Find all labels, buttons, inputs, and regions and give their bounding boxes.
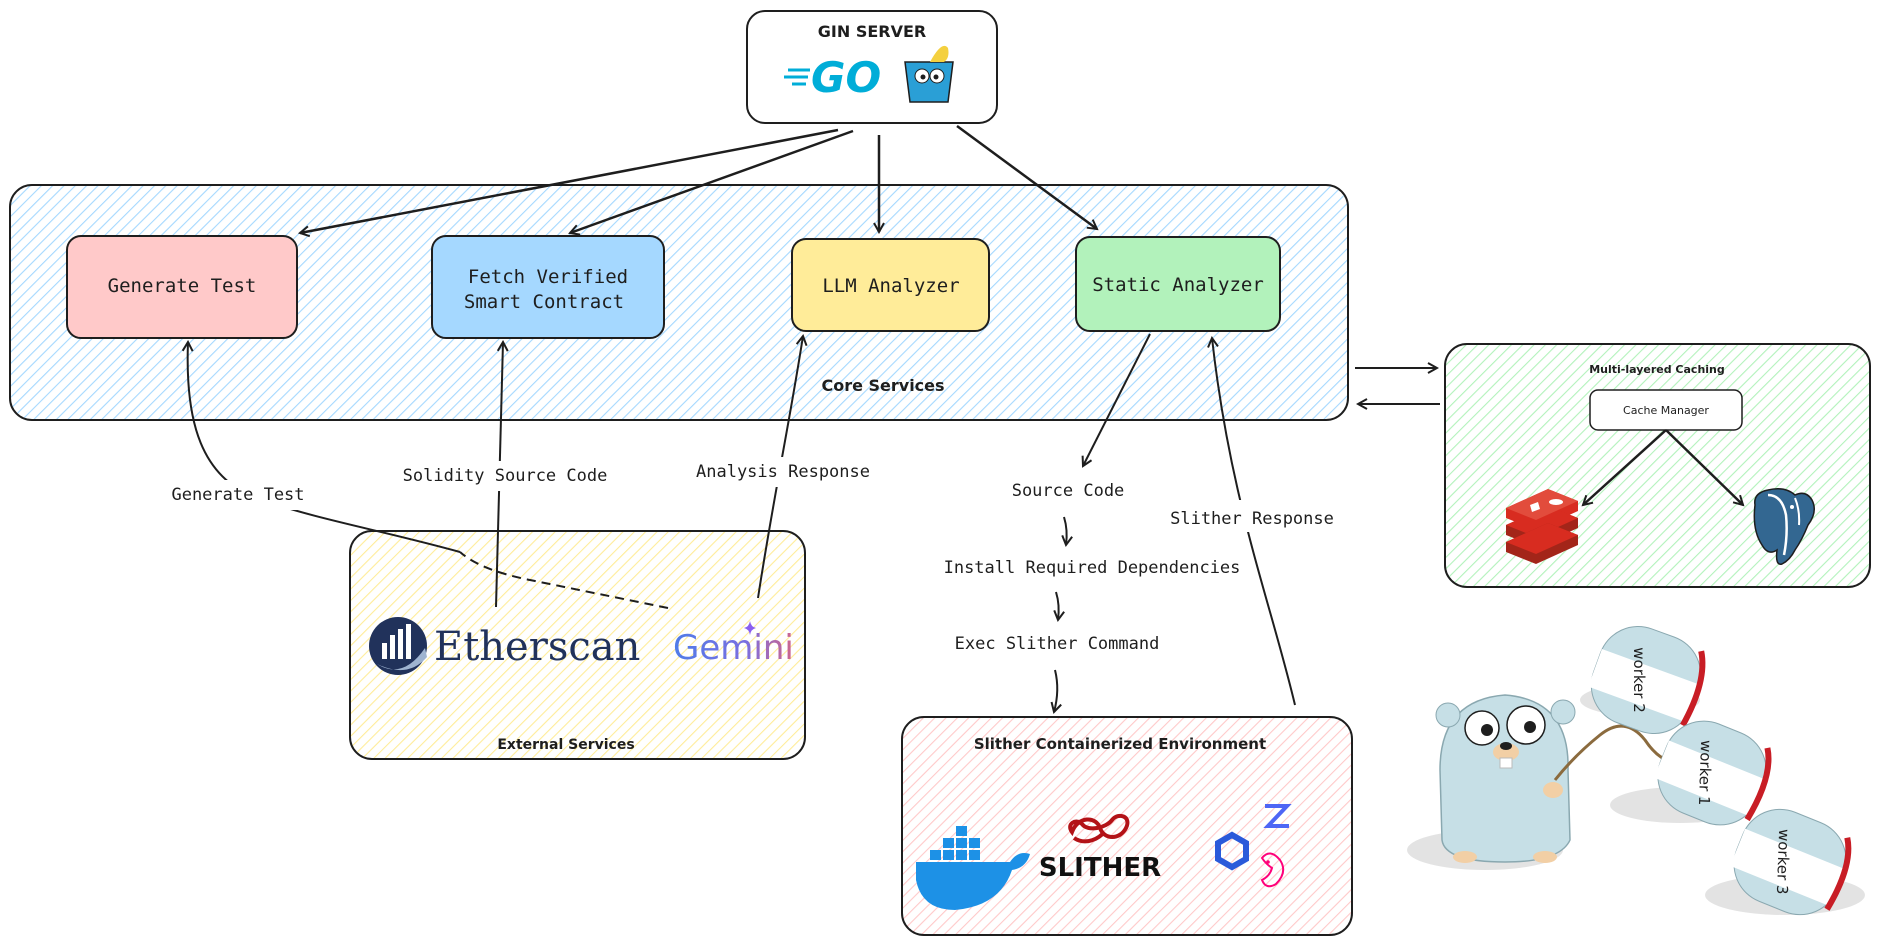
gopher-workers-illustration: worker 2 worker 1 worker 3: [1407, 625, 1865, 916]
flow-label-generate-test: Generate Test: [171, 485, 304, 505]
flow-label-source-code: Source Code: [1012, 481, 1125, 501]
arrow-exec-to-slither-env: [1054, 669, 1057, 712]
arrow-server-to-fetch-contract: [570, 129, 854, 233]
gemini-wordmark: Gemini: [673, 628, 794, 668]
etherscan-wordmark: Etherscan: [434, 624, 640, 670]
slither-env-title: Slither Containerized Environment: [974, 735, 1266, 753]
flow-label-slither-response: Slither Response: [1170, 509, 1334, 529]
flow-label-analysis-response: Analysis Response: [696, 462, 870, 482]
label-bg: [1166, 500, 1338, 532]
external-services-container: External Services Etherscan Gemini: [349, 530, 806, 760]
dashed-line-generate-test-to-gemini: [459, 551, 669, 609]
service-label: Static Analyzer: [1092, 274, 1264, 296]
arrow-server-to-static-analyzer: [956, 124, 1097, 229]
gemini-icon: Gemini: [673, 621, 794, 668]
slither-icon: SLITHER: [1039, 813, 1161, 883]
label-bg: [690, 457, 876, 487]
docker-icon: [916, 826, 1030, 910]
service-generate-test[interactable]: Generate Test: [66, 235, 298, 339]
redis-icon: [1506, 489, 1578, 564]
worker-label: worker 3: [1773, 829, 1793, 895]
arrow-server-to-generate-test: [300, 128, 839, 233]
label-bg: [400, 461, 610, 491]
arrow-static-to-source-code: [1083, 333, 1151, 466]
worker-label: worker 1: [1695, 740, 1715, 806]
service-llm-analyzer[interactable]: LLM Analyzer: [791, 238, 990, 332]
gopher-worker-icon: worker 3: [1730, 808, 1852, 916]
service-label-line-2: Smart Contract: [464, 291, 624, 313]
gopher-boss-icon: [1435, 694, 1691, 863]
zksync-icon: [1263, 804, 1292, 828]
worker-label: worker 2: [1630, 647, 1648, 712]
service-label-line-1: Fetch Verified: [468, 266, 628, 288]
service-static-analyzer[interactable]: Static Analyzer: [1075, 236, 1281, 332]
arrow-cache-to-postgres: [1665, 429, 1743, 505]
gopher-icon: [904, 45, 954, 103]
gin-server-node: GIN SERVER GO: [746, 10, 998, 124]
external-services-label: External Services: [497, 737, 634, 753]
go-logo-text: GO: [811, 53, 881, 102]
static-analyzer-pipeline: [1054, 333, 1296, 712]
gin-server-title: GIN SERVER: [818, 22, 926, 41]
arrow-install-to-exec: [1056, 591, 1059, 620]
flow-label-install-deps: Install Required Dependencies: [944, 558, 1241, 578]
go-logo-icon: GO: [784, 53, 881, 102]
gopher-worker-icon: worker 2: [1588, 625, 1706, 735]
chainlink-icon: [1215, 831, 1249, 871]
label-bg: [162, 480, 312, 510]
flow-label-exec-slither: Exec Slither Command: [955, 634, 1160, 654]
uniswap-icon: [1260, 852, 1285, 888]
service-fetch-verified-contract[interactable]: Fetch Verified Smart Contract: [431, 235, 665, 339]
server-arrows: [300, 124, 1097, 233]
service-label: LLM Analyzer: [822, 275, 959, 297]
caching-title: Multi-layered Caching: [1589, 363, 1725, 376]
postgres-icon: [1753, 488, 1815, 565]
core-services-label: Core Services: [821, 376, 944, 395]
slither-environment-container: Slither Containerized Environment SLITHE…: [901, 716, 1353, 936]
gopher-worker-icon: worker 1: [1654, 720, 1772, 826]
cache-manager-label: Cache Manager: [1623, 404, 1709, 417]
arrow-slither-response: [1212, 338, 1296, 706]
flow-label-solidity-source: Solidity Source Code: [403, 466, 608, 486]
etherscan-icon: Etherscan: [369, 617, 640, 675]
arrow-source-code-to-install: [1064, 516, 1067, 545]
service-label: Generate Test: [108, 275, 257, 297]
arrow-cache-to-redis: [1583, 429, 1667, 505]
slither-wordmark: SLITHER: [1039, 853, 1161, 883]
core-services-container: Core Services: [9, 184, 1349, 421]
caching-container: Multi-layered Caching Cache Manager: [1444, 343, 1871, 588]
